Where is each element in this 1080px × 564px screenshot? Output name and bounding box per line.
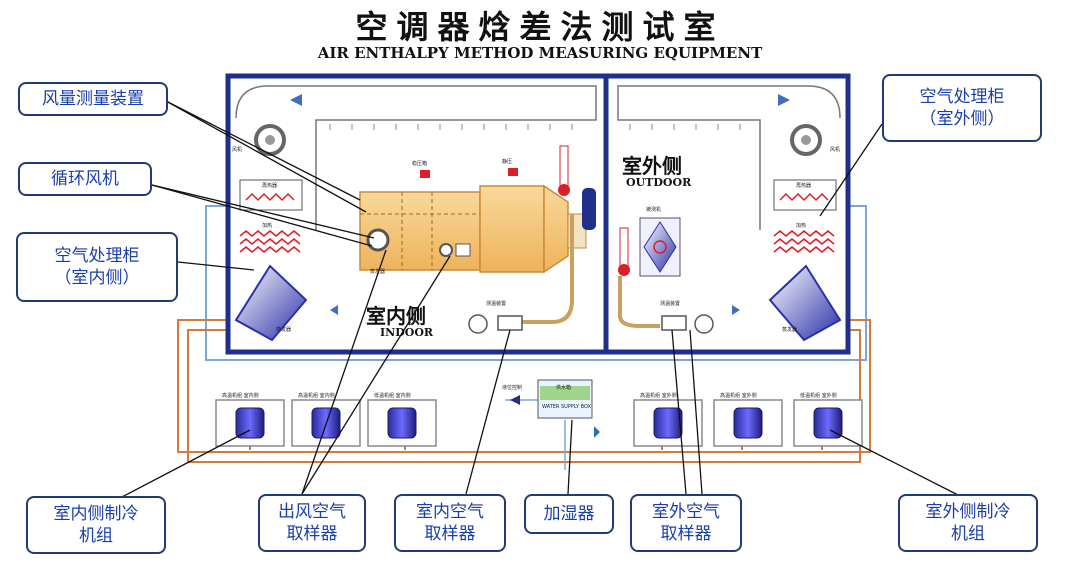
callout-indoor-refrigeration: 室内侧制冷 机组 [26,496,166,554]
outdoor-zone-en: OUTDOOR [626,176,692,189]
unit-label-2: 高温机组 室内侧 [298,393,335,399]
compressor-icon [387,407,417,439]
right-air-handler [768,124,842,342]
page-title: 空调器焓差法测试室 [355,8,725,46]
compressor-icon [235,407,265,439]
reheater-label-right: 再热器 [796,183,812,189]
circulation-fan-icon [366,228,390,252]
water-supply-box [510,379,600,438]
page-subtitle: AIR ENTHALPY METHOD MEASURING EQUIPMENT [317,44,763,62]
gauges [420,145,630,276]
unit-label-1: 高温机组 室内侧 [222,393,259,399]
callout-ahu-outdoor: 空气处理柜 （室外侧） [882,74,1042,142]
sampling-ducts [522,214,660,328]
compressor-icon [653,407,683,439]
unit-label-4: 高温机组 室外侧 [640,393,677,399]
compressor-icon [733,407,763,439]
outdoor-zone-label: 室外侧 [622,154,682,178]
fan-label-right: 风机 [830,147,841,153]
tester-unit-label: 被测机 [646,207,662,213]
water-supply-en: WATER SUPPLY BOX [542,404,591,410]
top-ducts [235,85,841,230]
callout-outdoor-sampler: 室外空气 取样器 [630,494,742,552]
evap-unit-label: 蒸发器 [370,269,386,275]
indoor-zone-label: 室内侧 [366,304,426,328]
water-supply-label: 供水箱 [556,385,572,391]
callout-outlet-sampler: 出风空气 取样器 [258,494,366,552]
outdoor-sampler-box [661,315,687,331]
callout-indoor-sampler: 室内空气 取样器 [394,494,506,552]
thermometer-right [619,227,629,267]
right-heating-coil [773,230,835,253]
diffuser-ticks [329,124,741,130]
static-box-label: 稳压箱 [412,161,428,167]
static-pressure-label: 静压 [502,159,513,165]
outdoor-tester-unit [639,217,681,277]
callout-ahu-indoor: 空气处理柜 （室内侧） [16,232,178,302]
evap-label-right: 蒸发器 [782,327,798,333]
callout-humidifier: 加湿器 [524,494,614,534]
flow-arrows [290,94,790,315]
right-evaporator [768,264,842,342]
indoor-zone-en: INDOOR [380,326,434,339]
reheater-label-left: 再热器 [262,183,278,189]
indoor-sampler-box [497,315,523,331]
leader-lines [119,100,961,499]
airflow-measuring-device [359,184,596,274]
static-pressure-gauge [508,168,518,176]
unit-label-5: 高温机组 室外侧 [720,393,757,399]
callout-outdoor-refrigeration: 室外侧制冷 机组 [898,494,1038,552]
fan-label-left: 风机 [232,147,243,153]
left-evaporator [234,264,308,342]
heating-label-left: 加热 [262,223,273,229]
unit-label-6: 低温机组 室外侧 [800,393,837,399]
compressor-icon [813,407,843,439]
thermometer-left [559,145,569,187]
static-box-gauge [420,170,430,178]
samplers [468,314,714,334]
callout-airflow-device: 风量测量装置 [18,82,168,116]
level-control-label: 液位控制 [502,385,523,391]
outdoor-sampler-tag: 测温装置 [660,301,681,307]
left-heating-coil [239,230,301,253]
unit-label-3: 低温机组 室内侧 [374,393,411,399]
evap-label-left: 蒸发器 [276,327,292,333]
callout-circulation-fan: 循环风机 [18,162,152,196]
heating-label-right: 加热 [796,223,807,229]
damper-icon [582,188,596,230]
indoor-sampler-tag: 测温装置 [486,301,507,307]
nozzle-chamber [479,185,545,273]
left-air-handler [234,124,308,342]
